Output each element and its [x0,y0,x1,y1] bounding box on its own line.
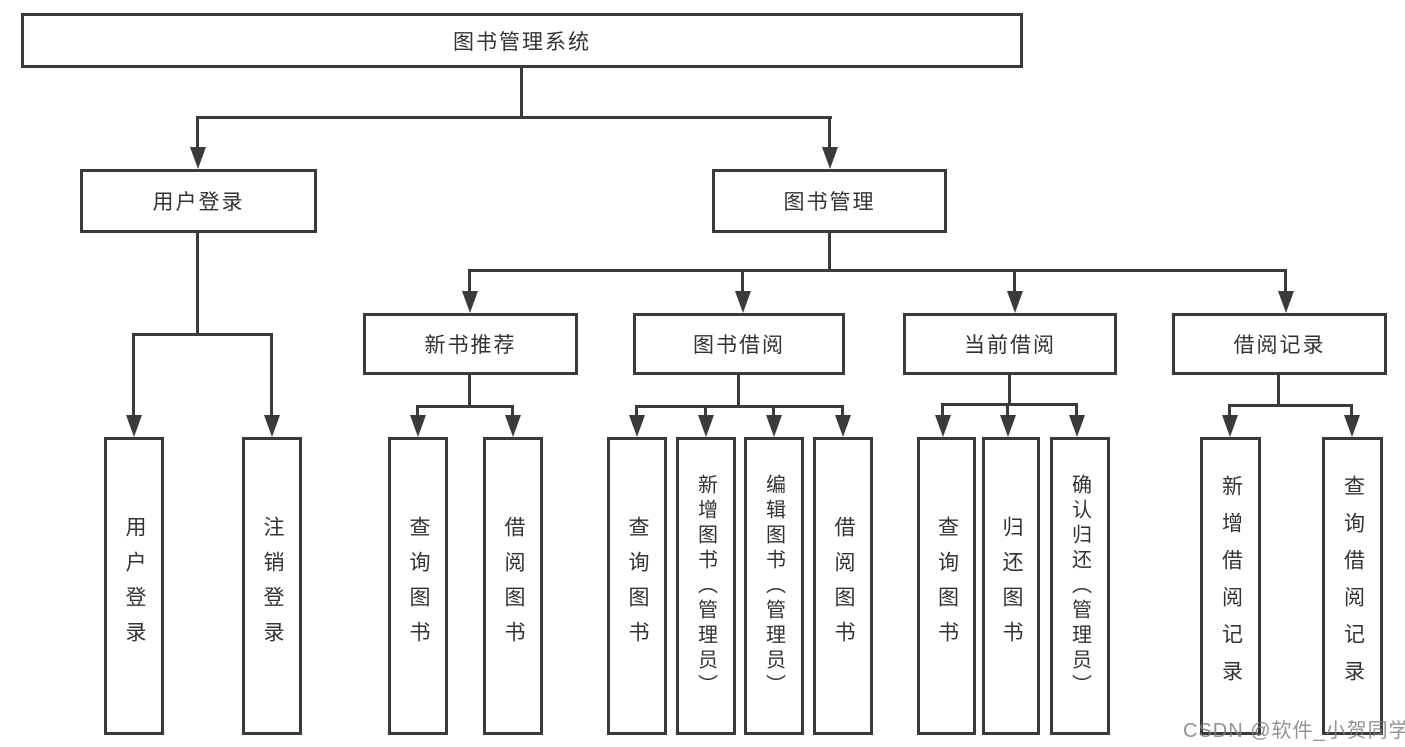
arrow-down-icon [822,147,838,169]
connector-line [1075,403,1078,417]
connector-line [468,375,471,407]
arrow-down-icon [264,415,280,437]
arrow-down-icon [1222,415,1238,437]
node-borrow-records: 借阅记录 [1172,313,1387,375]
connector-line [416,405,419,417]
connector-line [270,335,273,417]
arrow-down-icon [1007,291,1023,313]
leaf-add-books-admin: 新增图书（管理员） [676,437,736,735]
connector-line [828,233,831,271]
connector-line [196,118,199,149]
connector-line [635,405,638,417]
arrow-down-icon [1069,415,1085,437]
leaf-confirm-return-admin: 确认归还（管理员） [1050,437,1110,735]
connector-line [468,271,471,293]
connector-line [511,405,514,417]
leaf-query-books-recommend: 查询图书 [388,437,448,735]
leaf-borrow-books-recommend: 借阅图书 [483,437,543,735]
connector-line [941,403,1078,406]
connector-line [841,405,844,417]
node-new-book-recommend: 新书推荐 [363,313,578,375]
connector-line [1228,404,1353,407]
connector-line [741,271,744,293]
leaf-logout: 注销登录 [242,437,302,735]
leaf-query-books: 查询图书 [607,437,667,735]
csdn-watermark: CSDN @软件_小贺同学 [1183,720,1405,742]
connector-line [196,233,199,335]
leaf-add-borrow-record: 新增借阅记录 [1200,437,1261,735]
connector-line [468,269,1287,272]
arrow-down-icon [1278,291,1294,313]
leaf-query-borrow-record: 查询借阅记录 [1322,437,1383,735]
connector-line [1008,375,1011,405]
arrow-down-icon [629,415,645,437]
leaf-user-login: 用户登录 [104,437,164,735]
connector-line [772,405,775,417]
connector-line [828,118,831,149]
arrow-down-icon [1344,415,1360,437]
arrow-down-icon [766,415,782,437]
connector-line [132,335,135,417]
node-book-management: 图书管理 [712,169,947,233]
arrow-down-icon [462,291,478,313]
node-book-borrow: 图书借阅 [633,313,845,375]
node-user-login: 用户登录 [80,169,317,233]
arrow-down-icon [505,415,521,437]
leaf-borrow-books: 借阅图书 [813,437,873,735]
connector-line [520,68,523,118]
connector-line [1228,404,1231,417]
connector-line [1013,271,1016,293]
connector-line [416,405,514,408]
connector-line [941,403,944,417]
connector-line [1350,404,1353,417]
connector-line [704,405,707,417]
connector-line [132,333,273,336]
arrow-down-icon [190,147,206,169]
node-root: 图书管理系统 [21,13,1023,68]
connector-line [635,405,844,408]
node-current-borrow: 当前借阅 [903,313,1117,375]
arrow-down-icon [126,415,142,437]
arrow-down-icon [410,415,426,437]
leaf-return-books: 归还图书 [982,437,1040,735]
connector-line [1284,271,1287,293]
arrow-down-icon [698,415,714,437]
arrow-down-icon [1000,415,1016,437]
arrow-down-icon [735,291,751,313]
arrow-down-icon [935,415,951,437]
connector-line [196,116,832,119]
leaf-query-books-current: 查询图书 [917,437,976,735]
connector-line [1277,375,1280,406]
leaf-edit-books-admin: 编辑图书（管理员） [744,437,804,735]
connector-line [737,375,740,407]
connector-line [1006,403,1009,417]
arrow-down-icon [835,415,851,437]
